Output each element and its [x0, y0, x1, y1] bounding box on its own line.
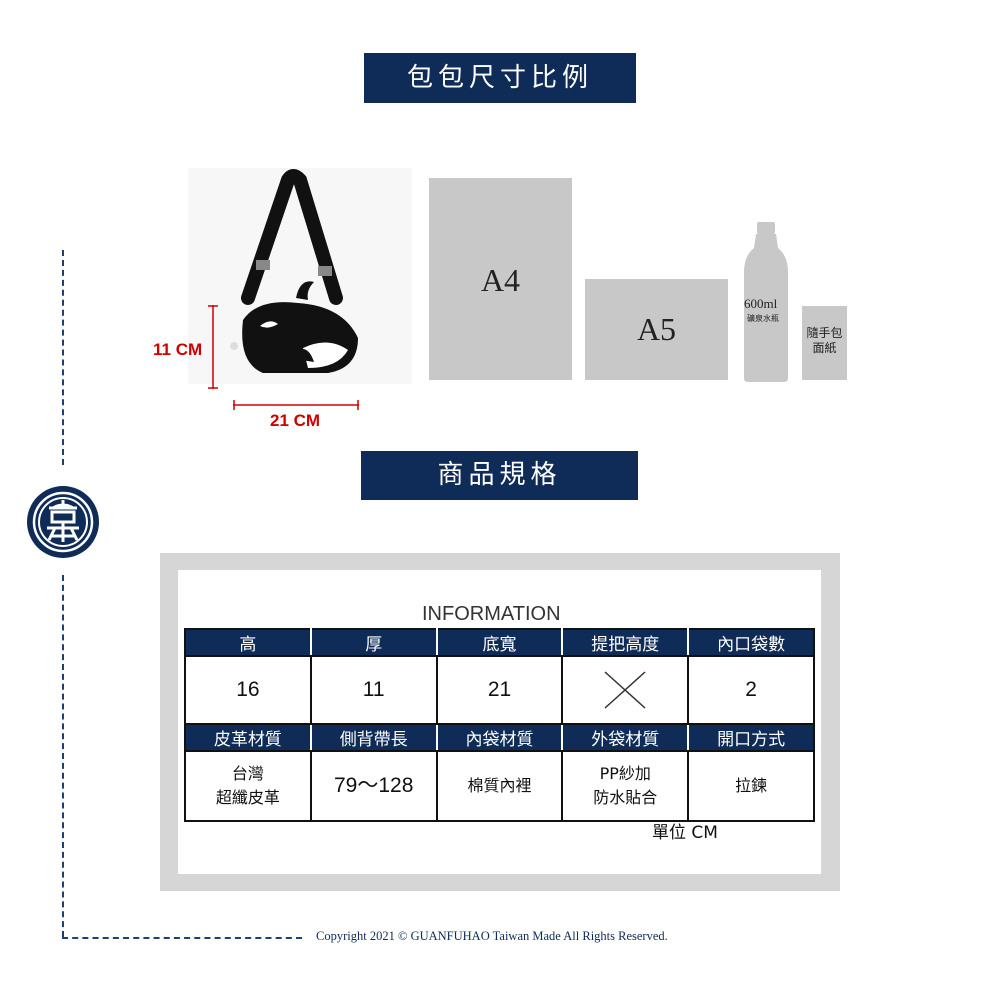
copyright-text: Copyright 2021 © GUANFUHAO Taiwan Made A… [316, 929, 668, 943]
height-dimension-label: 11 CM [153, 340, 203, 359]
value-height: 16 [184, 655, 312, 725]
bottom-dashed-line [62, 937, 302, 939]
a5-label: A5 [636, 311, 677, 347]
value-handle-height [561, 655, 690, 725]
left-dashed-line-top [62, 250, 64, 465]
unit-label: 單位 CM [652, 823, 718, 843]
a4-paper-reference: A4 [429, 178, 572, 380]
left-dashed-line-bottom [62, 575, 64, 937]
header-closure-type: 開口方式 [687, 723, 815, 752]
a5-paper-reference: A5 [585, 279, 728, 380]
value-leather-material-line1: 台灣 [231, 764, 264, 783]
value-strap-length: 79～128 [309, 750, 438, 822]
header-height: 高 [184, 628, 312, 657]
spec-value-row-2: 台灣 超纖皮革 79～128 棉質內裡 PP紗加 防水貼合 拉鍊 [184, 750, 815, 822]
cross-mark-icon [604, 671, 646, 709]
tissue-pack-reference: 隨手包 面紙 [802, 306, 847, 380]
bottle-volume-label: 600ml [744, 296, 778, 311]
height-dimension-line [206, 305, 220, 389]
value-closure-type: 拉鍊 [687, 750, 815, 822]
value-leather-material-line2: 超纖皮革 [215, 788, 280, 807]
bag-product-image [188, 168, 412, 384]
header-handle-height: 提把高度 [561, 628, 690, 657]
spec-table: 高 厚 底寬 提把高度 內口袋數 16 11 21 2 皮革材質 側背帶長 內袋… [184, 628, 815, 822]
value-bottom-width: 21 [435, 655, 564, 725]
brand-logo-icon [25, 484, 101, 560]
specs-heading: 商品規格 [361, 451, 638, 500]
header-inner-pockets: 內口袋數 [687, 628, 815, 657]
header-thickness: 厚 [309, 628, 438, 657]
header-strap-length: 側背帶長 [309, 723, 438, 752]
value-inner-pockets: 2 [687, 655, 815, 725]
header-outer-material: 外袋材質 [561, 723, 690, 752]
water-bottle-icon [742, 222, 790, 382]
size-ratio-heading: 包包尺寸比例 [364, 53, 636, 103]
width-dimension-line [233, 396, 359, 410]
value-outer-material-line2: 防水貼合 [593, 788, 658, 807]
header-lining-material: 內袋材質 [435, 723, 564, 752]
width-dimension-label: 21 CM [270, 411, 321, 430]
value-outer-material: PP紗加 防水貼合 [561, 750, 690, 822]
bottle-caption-label: 礦泉水瓶 [747, 314, 779, 323]
value-outer-material-line1: PP紗加 [599, 764, 651, 783]
a4-label: A4 [480, 262, 521, 298]
tissue-label-line2: 面紙 [812, 341, 837, 355]
header-bottom-width: 底寬 [435, 628, 564, 657]
value-lining-material: 棉質內裡 [435, 750, 564, 822]
spec-header-row-1: 高 厚 底寬 提把高度 內口袋數 [184, 628, 815, 657]
value-leather-material: 台灣 超纖皮革 [184, 750, 312, 822]
spec-header-row-2: 皮革材質 側背帶長 內袋材質 外袋材質 開口方式 [184, 723, 815, 752]
tissue-label-line1: 隨手包 [806, 326, 843, 340]
spec-value-row-1: 16 11 21 2 [184, 655, 815, 725]
value-thickness: 11 [309, 655, 438, 725]
spec-table-title: INFORMATION [422, 603, 561, 625]
header-leather-material: 皮革材質 [184, 723, 312, 752]
